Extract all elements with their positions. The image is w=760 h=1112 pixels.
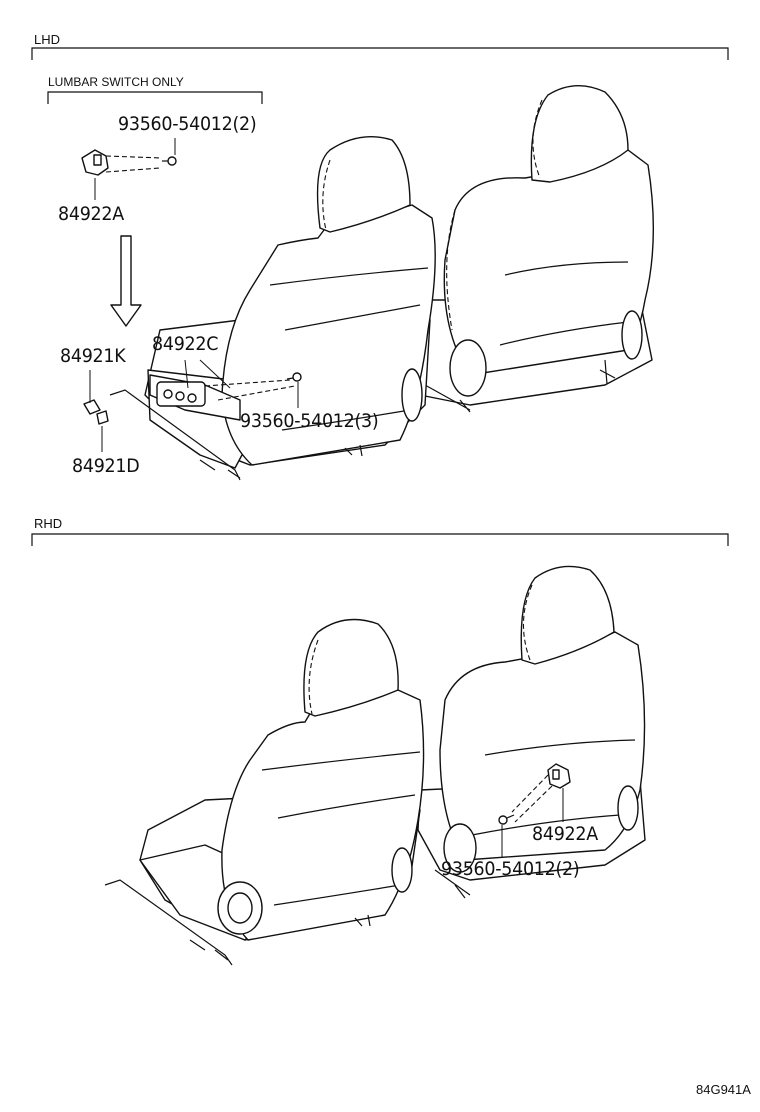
part-label-lhd-84921k: 84921K	[60, 345, 126, 367]
knob-84921k	[83, 399, 101, 415]
rhd-leader-lines	[501, 788, 564, 858]
part-label-lhd-84921d: 84921D	[72, 455, 140, 477]
switch-assembly-84922c	[149, 374, 296, 421]
section-label-rhd: RHD	[34, 516, 63, 531]
rhd-lumbar-switch-84922a	[511, 763, 571, 823]
lhd-seat-right	[407, 85, 655, 413]
note-lumbar-switch-only: LUMBAR SWITCH ONLY	[48, 75, 184, 89]
part-label-lhd-screw-top: 93560-54012(2)	[118, 113, 257, 135]
rhd-seat-right	[417, 565, 646, 899]
lhd-section-frame	[31, 47, 729, 104]
part-label-lhd-screw-mid: 93560-54012(3)	[240, 410, 379, 432]
down-arrow-icon	[110, 235, 142, 327]
knob-84921d	[96, 410, 109, 425]
lhd-leader-lines	[89, 138, 299, 452]
rhd-section-frame	[31, 533, 729, 546]
part-label-lhd-84922a: 84922A	[58, 203, 124, 225]
section-label-lhd: LHD	[34, 32, 61, 47]
part-label-rhd-84922a: 84922A	[532, 823, 598, 845]
part-label-rhd-screw: 93560-54012(2)	[441, 858, 580, 880]
rhd-screw	[498, 814, 515, 825]
screw-mid	[286, 372, 302, 382]
rhd-seat-left	[104, 618, 425, 966]
illustration-code: 84G941A	[696, 1082, 751, 1097]
screw-top	[162, 156, 177, 166]
lumbar-switch-84922a	[81, 149, 163, 176]
part-label-lhd-84922c: 84922C	[152, 333, 219, 355]
